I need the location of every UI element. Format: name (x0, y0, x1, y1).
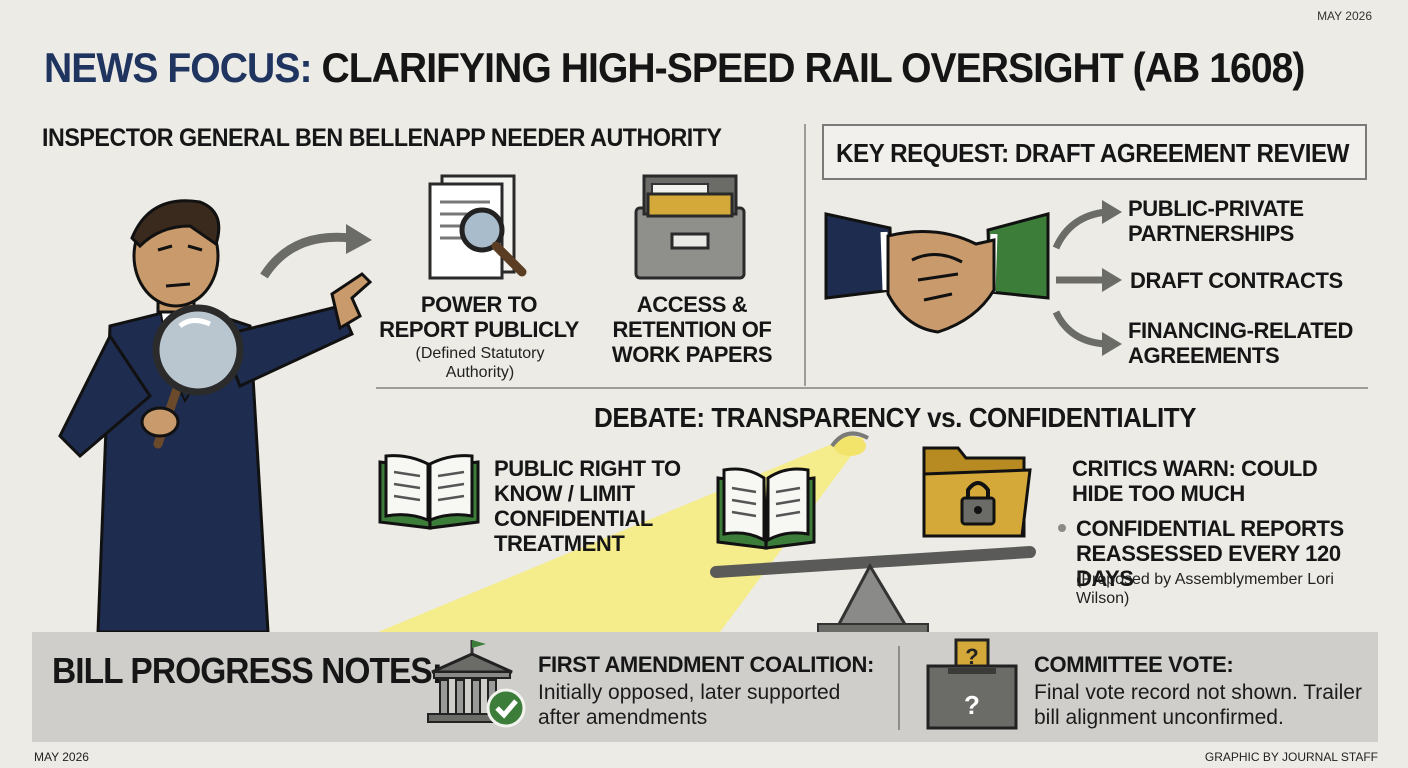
open-book-icon (378, 454, 480, 530)
key-item-partnerships: PUBLIC-PRIVATE PARTNERSHIPS (1128, 196, 1304, 246)
reassessed-note: (Proposed by Assemblymember Lori Wilson) (1076, 571, 1334, 607)
page-title: NEWS FOCUS: CLARIFYING HIGH-SPEED RAIL O… (44, 44, 1305, 92)
coalition-heading: FIRST AMENDMENT COALITION: (538, 652, 874, 677)
coalition-text: Initially opposed, later supported after… (538, 681, 841, 729)
access-retention-label: ACCESS & RETENTION OF WORK PAPERS (611, 292, 773, 367)
horizontal-divider (376, 387, 1368, 389)
bill-progress-bar (32, 632, 1378, 742)
reassessed-label: CONFIDENTIAL REPORTS REASSESSED EVERY 12… (1076, 516, 1344, 591)
branch-arrow-icon (1052, 200, 1122, 356)
top-date: MAY 2026 (1317, 9, 1372, 23)
footer-credit: GRAPHIC BY JOURNAL STAFF (1204, 750, 1378, 764)
handshake-icon (824, 212, 1050, 334)
debate-title: DEBATE: TRANSPARENCY vs. CONFIDENTIALITY (594, 402, 1197, 433)
bullet-dot (1058, 524, 1066, 532)
vertical-divider (804, 124, 806, 386)
curved-arrow-icon (260, 224, 372, 279)
public-right-label: PUBLIC RIGHT TO KNOW / LIMIT CONFIDENTIA… (494, 456, 681, 556)
file-drawer-icon (634, 174, 746, 280)
power-to-report-label: POWER TO REPORT PUBLICLY (379, 292, 579, 342)
critics-warn-label: CRITICS WARN: COULD HIDE TOO MUCH (1072, 456, 1318, 506)
power-to-report-note: (Defined Statutory Authority) (415, 345, 545, 381)
inspector-figure-icon (58, 199, 373, 634)
bar-divider (898, 646, 900, 730)
document-search-icon (428, 174, 527, 280)
key-request-box (822, 124, 1367, 180)
key-item-financing: FINANCING-RELATED AGREEMENTS (1128, 318, 1353, 368)
courthouse-icon (427, 640, 526, 728)
committee-text: Final vote record not shown. Trailer bil… (1034, 681, 1362, 729)
ballot-box-icon: ? ? (926, 638, 1018, 730)
key-request-title: KEY REQUEST: DRAFT AGREEMENT REVIEW (836, 138, 1350, 168)
svg-text:?: ? (964, 690, 980, 720)
balance-scale-icon (710, 446, 1036, 635)
footer-date: MAY 2026 (34, 750, 89, 764)
title-rest: CLARIFYING HIGH-SPEED RAIL OVERSIGHT (AB… (311, 44, 1305, 91)
bill-progress-title: BILL PROGRESS NOTES: (52, 650, 443, 691)
key-item-draft-contracts: DRAFT CONTRACTS (1130, 268, 1343, 293)
title-accent: NEWS FOCUS: (44, 44, 312, 91)
section-subhead: INSPECTOR GENERAL BEN BELLENAPP NEEDER A… (42, 124, 722, 152)
committee-heading: COMMITTEE VOTE: (1034, 652, 1234, 677)
svg-text:?: ? (965, 644, 978, 669)
